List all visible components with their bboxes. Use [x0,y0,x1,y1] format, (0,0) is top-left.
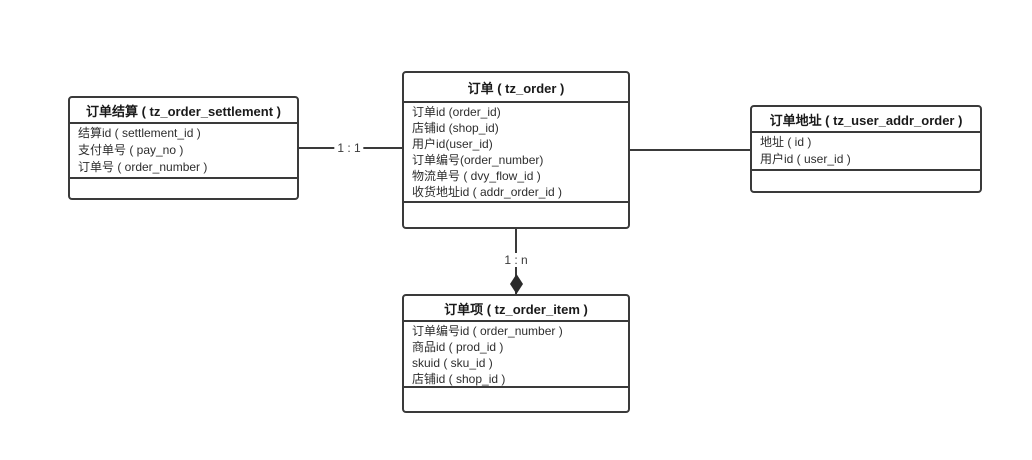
entity-field-list: 地址 ( id ) 用户id ( user_id ) [752,133,980,171]
entity-field: 订单编号id ( order_number ) [412,324,563,338]
entity-title: 订单项 ( tz_order_item ) [404,296,628,322]
entity-field: 支付单号 ( pay_no ) [78,143,184,157]
entity-field: 店铺id ( shop_id ) [412,372,506,386]
entity-empty-section [752,171,980,191]
entity-empty-section [404,203,628,227]
entity-empty-section [404,388,628,411]
entity-field: 地址 ( id ) [760,135,812,149]
entity-tz-order: 订单 ( tz_order ) 订单id (order_id) 店铺id (sh… [402,71,630,229]
entity-field: 用户id(user_id) [412,137,493,151]
entity-field: 订单编号(order_number) [412,153,544,167]
relation-line-order-addr [630,149,750,151]
entity-title: 订单结算 ( tz_order_settlement ) [70,98,297,124]
entity-title: 订单 ( tz_order ) [404,73,628,103]
entity-field: 物流单号 ( dvy_flow_id ) [412,169,541,183]
entity-tz-user-addr-order: 订单地址 ( tz_user_addr_order ) 地址 ( id ) 用户… [750,105,982,193]
relation-cardinality-label-1-1: 1 : 1 [334,141,364,155]
entity-field: 商品id ( prod_id ) [412,340,504,354]
relation-cardinality-label-1-n: 1 : n [501,253,531,267]
entity-tz-order-item: 订单项 ( tz_order_item ) 订单编号id ( order_num… [402,294,630,413]
filled-diamond-arrowhead-icon [510,274,523,294]
entity-field: 店铺id (shop_id) [412,121,499,135]
entity-field: 订单号 ( order_number ) [78,160,208,174]
entity-field: 结算id ( settlement_id ) [78,126,201,140]
entity-field: 收货地址id ( addr_order_id ) [412,185,563,199]
entity-field: skuid ( sku_id ) [412,356,493,370]
entity-field: 订单id (order_id) [412,105,501,119]
entity-empty-section [70,179,297,198]
entity-tz-order-settlement: 订单结算 ( tz_order_settlement ) 结算id ( sett… [68,96,299,200]
entity-title: 订单地址 ( tz_user_addr_order ) [752,107,980,133]
entity-field-list: 订单编号id ( order_number ) 商品id ( prod_id )… [404,322,628,388]
entity-field-list: 订单id (order_id) 店铺id (shop_id) 用户id(user… [404,103,628,203]
entity-field: 用户id ( user_id ) [760,152,851,166]
entity-field-list: 结算id ( settlement_id ) 支付单号 ( pay_no ) 订… [70,124,297,179]
